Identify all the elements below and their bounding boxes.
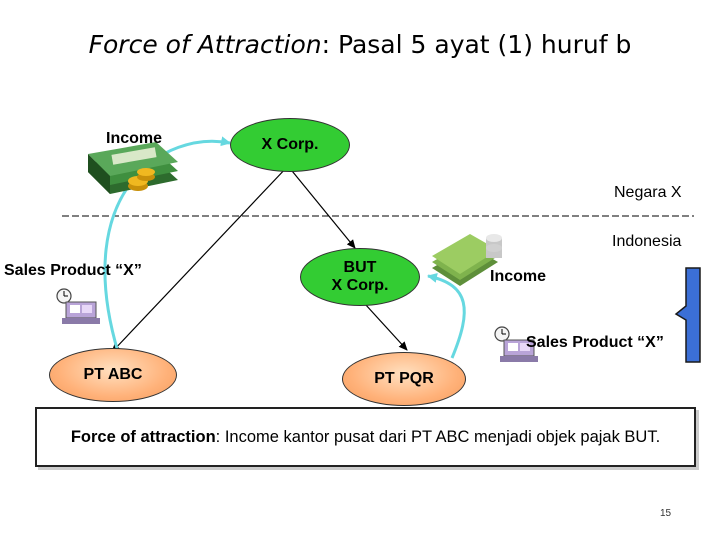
page-number: 15 <box>660 508 672 519</box>
node-but-line2: X Corp. <box>331 277 389 294</box>
money-stack-right-icon <box>432 234 502 286</box>
label-income-top: Income <box>106 130 163 147</box>
arrow-xcorp-to-ptabc <box>111 165 289 353</box>
label-sales-right: Sales Product “X” <box>526 334 664 351</box>
page-title: Force of Attraction: Pasal 5 ayat (1) hu… <box>0 30 720 59</box>
label-income-right: Income <box>490 268 547 285</box>
note-bold: Force of attraction <box>70 427 216 446</box>
title-rest: : Pasal 5 ayat (1) huruf b <box>321 30 632 59</box>
note-rest: : Income kantor pusat dari PT ABC menjad… <box>215 427 661 446</box>
income-flow-ptpqr-to-but <box>427 273 466 359</box>
node-pt-abc: PT ABC <box>49 348 177 402</box>
node-but-line1: BUT <box>343 259 377 276</box>
title-italic: Force of Attraction <box>88 30 322 59</box>
money-stack-icon <box>88 142 178 194</box>
callout-shape <box>674 267 701 363</box>
arrow-xcorp-to-but <box>287 165 356 249</box>
node-pt-pqr: PT PQR <box>342 352 466 406</box>
label-negara-x: Negara X <box>614 184 682 201</box>
node-x-corp: X Corp. <box>230 118 350 172</box>
node-but: BUT X Corp. <box>300 248 420 306</box>
label-indonesia: Indonesia <box>612 233 682 250</box>
note-box: Force of attraction: Income kantor pusat… <box>35 407 696 467</box>
label-sales-left: Sales Product “X” <box>4 262 142 279</box>
cash-register-icon-left <box>56 288 100 324</box>
note-text: Force of attraction: Income kantor pusat… <box>67 428 664 447</box>
cash-register-icon-right <box>494 326 538 362</box>
